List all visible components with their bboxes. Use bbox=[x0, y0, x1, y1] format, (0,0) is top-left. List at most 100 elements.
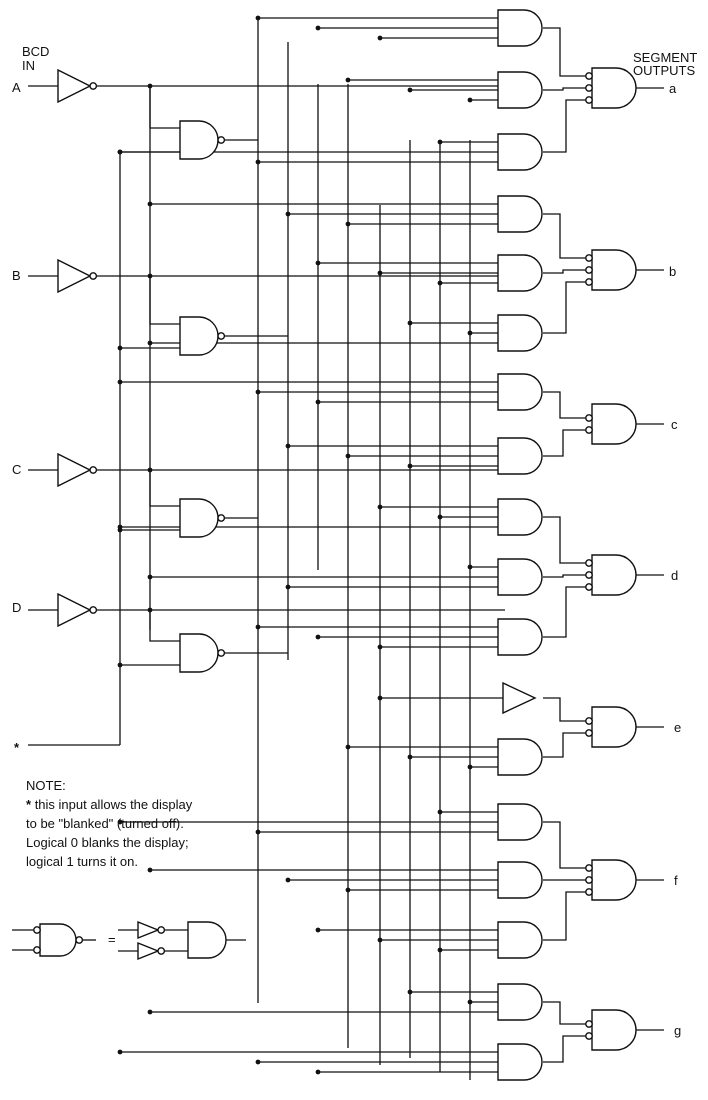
input-buffer-b bbox=[57, 258, 92, 294]
junction-dot bbox=[147, 340, 153, 346]
wire bbox=[543, 516, 586, 564]
junction-dot bbox=[377, 644, 383, 650]
segment-and-gate bbox=[497, 1043, 543, 1081]
junction-dot bbox=[255, 624, 261, 630]
inversion-bubble bbox=[217, 136, 226, 144]
input-buffer-c bbox=[57, 452, 92, 488]
output-gate-c bbox=[591, 403, 637, 445]
outputs-label: OUTPUTS bbox=[633, 63, 695, 78]
wire bbox=[543, 429, 586, 457]
output-label-c: c bbox=[671, 417, 678, 432]
inversion-bubble bbox=[157, 926, 166, 934]
junction-dot bbox=[147, 574, 153, 580]
wire bbox=[543, 269, 586, 274]
note-line-2: to be "blanked" (turned off). bbox=[26, 816, 184, 831]
inversion-bubble bbox=[585, 96, 593, 104]
segment-and-gate bbox=[497, 314, 543, 352]
input-label-d: D bbox=[12, 600, 21, 615]
inversion-bubble bbox=[585, 84, 593, 92]
note-line-4: logical 1 turns it on. bbox=[26, 854, 139, 869]
wire bbox=[149, 610, 180, 642]
junction-dot bbox=[345, 221, 351, 227]
inversion-bubble bbox=[585, 278, 593, 286]
wire bbox=[543, 574, 586, 578]
equivalence-inverter-top bbox=[137, 920, 160, 940]
nand-gate-a bbox=[179, 120, 219, 160]
junction-dot bbox=[377, 504, 383, 510]
nand-gate-b bbox=[179, 316, 219, 356]
output-label-g: g bbox=[674, 1023, 681, 1038]
input-buffer-d bbox=[57, 592, 92, 628]
junction-dot bbox=[147, 201, 153, 207]
junction-dot bbox=[407, 320, 413, 326]
junction-dot bbox=[467, 330, 473, 336]
inversion-bubble bbox=[89, 82, 98, 90]
junction-dot bbox=[315, 25, 321, 31]
segment-and-gate bbox=[497, 861, 543, 899]
note-block: NOTE: * this input allows the display to… bbox=[26, 776, 271, 871]
junction-dot bbox=[407, 754, 413, 760]
logic-gates bbox=[33, 9, 637, 1081]
junction-dot bbox=[117, 1049, 123, 1055]
equivalence-and-gate-2 bbox=[187, 921, 227, 959]
output-label-d: d bbox=[671, 568, 678, 583]
inversion-bubble bbox=[217, 332, 226, 340]
junction-dot bbox=[467, 97, 473, 103]
wire bbox=[543, 891, 586, 941]
wire bbox=[543, 586, 586, 638]
junction-dot bbox=[147, 867, 153, 873]
junction-dot bbox=[315, 399, 321, 405]
segment-and-gate bbox=[497, 437, 543, 475]
output-gate-f bbox=[591, 859, 637, 901]
output-gate-g bbox=[591, 1009, 637, 1051]
inversion-bubble bbox=[585, 1032, 593, 1040]
junction-dot bbox=[437, 947, 443, 953]
inversion-bubble bbox=[585, 717, 593, 725]
input-label-b: B bbox=[12, 268, 21, 283]
wire bbox=[543, 697, 586, 722]
inversion-bubble bbox=[585, 559, 593, 567]
output-gate-e bbox=[591, 706, 637, 748]
equivalence-sign: = bbox=[108, 932, 116, 947]
junction-dot bbox=[315, 634, 321, 640]
wire bbox=[543, 391, 586, 419]
input-buffer-a bbox=[57, 68, 92, 104]
wire bbox=[149, 276, 180, 325]
junction-dot bbox=[285, 443, 291, 449]
inversion-bubble bbox=[217, 514, 226, 522]
in-label: IN bbox=[22, 58, 35, 73]
junction-dot bbox=[345, 887, 351, 893]
junction-dot bbox=[117, 662, 123, 668]
wire bbox=[543, 213, 586, 259]
junction-dot bbox=[467, 564, 473, 570]
junction-dot bbox=[117, 345, 123, 351]
junction-dot bbox=[285, 211, 291, 217]
inversion-bubble bbox=[89, 466, 98, 474]
junction-dot bbox=[255, 829, 261, 835]
inversion-bubble bbox=[33, 946, 41, 954]
segment-label: SEGMENT bbox=[633, 50, 697, 65]
junction-dot bbox=[147, 1009, 153, 1015]
inversion-bubble bbox=[157, 947, 166, 955]
junction-dot bbox=[117, 149, 123, 155]
segment-and-gate bbox=[497, 803, 543, 841]
junction-dot bbox=[377, 695, 383, 701]
wire bbox=[543, 1035, 586, 1063]
junction-dot bbox=[467, 999, 473, 1005]
junction-dot bbox=[345, 744, 351, 750]
inversion-bubble bbox=[585, 729, 593, 737]
junction-dot bbox=[377, 270, 383, 276]
wire bbox=[543, 27, 586, 77]
segment-and-gate bbox=[497, 618, 543, 656]
input-label-a: A bbox=[12, 80, 21, 95]
junction-dot bbox=[147, 273, 153, 279]
junction-dot bbox=[437, 809, 443, 815]
inversion-bubble bbox=[75, 936, 84, 944]
junction-dot bbox=[255, 1059, 261, 1065]
junction-dot bbox=[285, 584, 291, 590]
wire bbox=[543, 99, 586, 153]
output-label-b: b bbox=[669, 264, 676, 279]
junction-dot bbox=[407, 87, 413, 93]
input-label-c: C bbox=[12, 462, 21, 477]
